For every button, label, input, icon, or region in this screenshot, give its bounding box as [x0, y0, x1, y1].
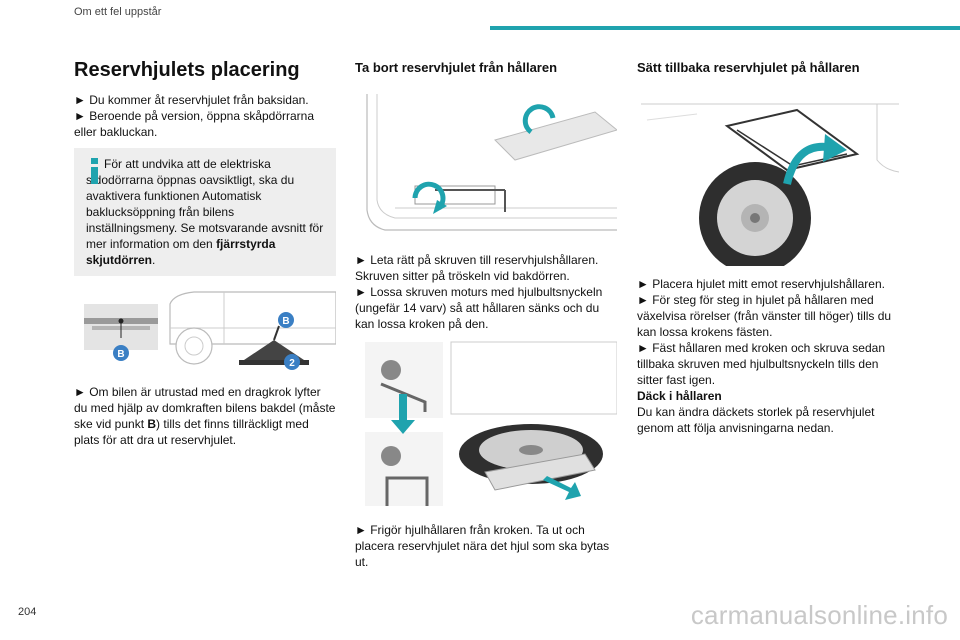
step-loosen-screw: ► Lossa skruven moturs med hjulbultsnyck… [355, 285, 603, 331]
info-icon [91, 158, 98, 184]
info-box: För att undvika att de elektriska sidodö… [74, 148, 336, 276]
step-position-wheel: ► Placera hjulet mitt emot reservhjulshå… [637, 277, 885, 291]
step-open-doors: ► Beroende på version, öppna skåpdörrarn… [74, 109, 315, 139]
column-refit-spare-wheel: Sätt tillbaka reservhjulet på hållaren ►… [637, 54, 899, 436]
spare-tyre-illustration [699, 162, 811, 266]
wheel-under-vehicle-illustration [450, 341, 617, 491]
step-fasten-holder: ► Fäst hållaren med kroken och skruva se… [637, 341, 885, 387]
step-release-holder: ► Frigör hjulhållaren från kroken. Ta ut… [355, 523, 610, 569]
vehicle-underside-illustration [641, 103, 899, 173]
step-tow-hook: ► Om bilen är utrustad med en dragkrok l… [74, 385, 336, 447]
vehicle-rear-illustration [169, 291, 336, 365]
label-2-marker [284, 354, 300, 370]
watermark: carmanualsonline.info [690, 600, 948, 630]
door-sill-illustration [366, 94, 617, 231]
figure-screw-location [366, 94, 617, 231]
label-b-marker [113, 345, 129, 361]
running-header: Om ett fel uppstår [74, 6, 162, 18]
column-remove-spare-wheel: Ta bort reservhjulet från hållaren ► Let… [355, 54, 617, 570]
section-title-remove: Ta bort reservhjulet från hållaren [355, 60, 558, 75]
header-accent-bar [490, 26, 960, 30]
detail-inset [84, 304, 158, 350]
page-number: 204 [18, 606, 37, 618]
section-title: Reservhjulets placering [74, 59, 300, 81]
figure-jack-point: B B 2 [84, 291, 336, 370]
rotate-arrow-icon [412, 181, 446, 210]
label-b-marker-2 [278, 312, 294, 328]
lift-arrow-icon [522, 104, 556, 135]
figure-release-holder [365, 341, 617, 506]
text-tyre-size: Du kan ändra däckets storlek på reservhj… [637, 405, 875, 435]
step-locate-screw: ► Leta rätt på skruven till reservhjulsh… [355, 253, 599, 283]
info-text: För att undvika att de elektriska sidodö… [86, 157, 324, 267]
section-title-refit: Sätt tillbaka reservhjulet på hållaren [637, 60, 860, 75]
info-link-bold: fjärrstyrda skjutdörren [86, 237, 276, 267]
column-spare-wheel-location: Reservhjulets placering ► Du kommer åt r… [74, 54, 336, 448]
step-access-rear: ► Du kommer åt reservhjulet från baksida… [74, 93, 309, 107]
step-slide-wheel: ► För steg för steg in hjulet på hållare… [637, 293, 892, 339]
slide-arrow-icon [543, 476, 581, 500]
label-2-text: 2 [289, 358, 295, 369]
down-arrow-icon [391, 394, 415, 434]
subheading-tyre-in-holder: Däck i hållaren [637, 389, 722, 403]
svg-text:B: B [282, 316, 289, 327]
figure-wheel-on-holder [641, 103, 899, 266]
label-b-text: B [117, 349, 124, 360]
